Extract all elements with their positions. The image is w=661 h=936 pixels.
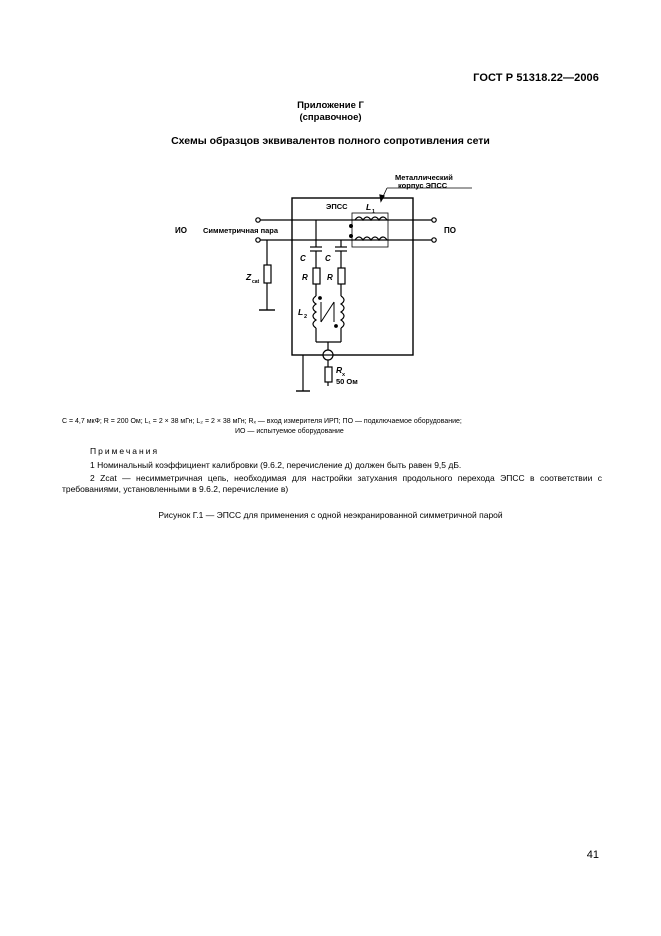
- label-R1: R: [302, 273, 308, 282]
- legend-line1: C = 4,7 мкФ; R = 200 Ом; L₁ = 2 × 38 мГн…: [62, 418, 462, 425]
- R1-resistor: [312, 267, 321, 285]
- annex-title: Приложение Г: [297, 100, 364, 111]
- label-case-line2: корпус ЭПСС: [398, 181, 448, 190]
- label-Rx-sub: x: [342, 372, 346, 378]
- label-L1-sub: 1: [372, 209, 375, 215]
- label-C1: C: [300, 254, 306, 263]
- section-title: Схемы образцов эквивалентов полного сопр…: [171, 135, 490, 147]
- L2-right-coil: [339, 295, 345, 329]
- L1-top-coil: [354, 216, 388, 222]
- label-L1: L: [366, 202, 371, 212]
- annex-subtitle: (справочное): [299, 112, 362, 123]
- L2-left-coil: [312, 295, 318, 329]
- note-2: 2 Zcat — несимметричная цепь, необходима…: [62, 473, 602, 494]
- label-R2: R: [327, 273, 333, 282]
- R2-resistor: [337, 267, 346, 285]
- L1-bottom-coil: [354, 236, 388, 242]
- label-po: ПО: [444, 226, 456, 235]
- note-1: 1 Номинальный коэффициент калибровки (9.…: [90, 460, 462, 470]
- label-case-line1: Металлический: [395, 173, 453, 182]
- label-Zcat: Z: [245, 272, 252, 282]
- legend-line2: ИО — испытуемое оборудование: [235, 428, 344, 435]
- label-C2: C: [325, 254, 331, 263]
- notes-heading: Примечания: [90, 446, 160, 456]
- label-L2: L: [298, 307, 303, 317]
- label-symmetric-pair: Симметричная пара: [203, 226, 279, 235]
- label-Rx: R: [336, 365, 343, 375]
- label-50-ohm: 50 Ом: [336, 377, 358, 386]
- annex-heading: Приложение Г (справочное): [0, 100, 661, 124]
- metal-case-box: [291, 197, 414, 356]
- label-Zcat-sub: cat: [252, 279, 260, 285]
- Zcat-resistor: [263, 264, 272, 284]
- label-io: ИО: [175, 226, 187, 235]
- label-epss: ЭПСС: [326, 202, 348, 211]
- figure-caption: Рисунок Г.1 — ЭПСС для применения с одно…: [158, 510, 503, 520]
- page-number: 41: [586, 849, 599, 861]
- label-L2-sub: 2: [304, 314, 307, 320]
- document-header-id: ГОСТ Р 51318.22—2006: [473, 72, 599, 84]
- Rx-resistor: [324, 366, 333, 383]
